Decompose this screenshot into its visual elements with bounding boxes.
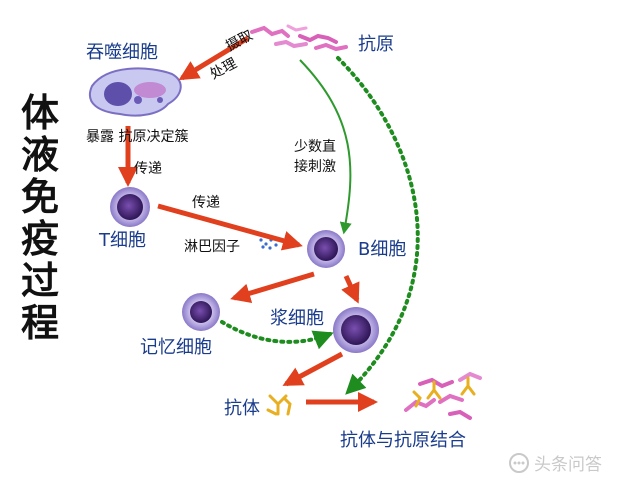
label-phagocyte: 吞噬细胞 bbox=[86, 42, 158, 63]
label-b-cell: B细胞 bbox=[358, 239, 407, 260]
watermark-text: 头条问答 bbox=[534, 455, 602, 475]
side-title-char: 液 bbox=[20, 133, 59, 177]
speech-bubble-icon bbox=[509, 452, 529, 473]
antibody-antigen-complex bbox=[404, 371, 482, 420]
label-plasma-cell: 浆细胞 bbox=[270, 308, 324, 329]
memory-cell bbox=[182, 293, 220, 331]
side-title-char: 疫 bbox=[20, 217, 59, 261]
red-arrows bbox=[118, 35, 378, 412]
arrow-direct-stimulation bbox=[299, 59, 352, 235]
arrow-uptake bbox=[178, 35, 250, 81]
dotted-arrow-memory-to-plasma bbox=[220, 320, 334, 350]
antigen-cluster bbox=[250, 24, 348, 52]
antibody-shape bbox=[266, 394, 292, 416]
side-title-char: 程 bbox=[20, 301, 59, 345]
side-title: 体 液 免 疫 过 程 bbox=[18, 92, 62, 344]
plasma-cell bbox=[333, 307, 379, 353]
lymphokine-dots bbox=[259, 238, 278, 250]
arrow-plasma-to-antibody bbox=[282, 351, 344, 387]
label-direct-line1: 少数直 bbox=[294, 139, 336, 155]
label-transfer-down: 传递 bbox=[134, 161, 162, 177]
arrow-tcell-to-bcell bbox=[157, 203, 303, 251]
label-lymphokine: 淋巴因子 bbox=[184, 239, 240, 255]
label-antibody: 抗体 bbox=[224, 398, 260, 419]
label-antigen: 抗原 bbox=[358, 34, 394, 55]
side-title-char: 体 bbox=[20, 91, 59, 135]
watermark: 头条问答 bbox=[508, 450, 602, 475]
side-title-char: 过 bbox=[20, 259, 59, 303]
b-cell bbox=[307, 230, 345, 268]
dotted-arrow-antigen-to-binding bbox=[336, 56, 420, 395]
label-t-cell: T细胞 bbox=[99, 230, 146, 251]
side-title-char: 免 bbox=[20, 175, 59, 219]
label-expose: 暴露 抗原决定簇 bbox=[86, 129, 189, 145]
t-cell bbox=[110, 187, 150, 227]
arrow-bcell-to-memory bbox=[230, 271, 315, 303]
label-antibody-antigen-binding: 抗体与抗原结合 bbox=[340, 430, 466, 451]
phagocyte-cell bbox=[89, 67, 182, 117]
arrow-bcell-to-plasma bbox=[341, 274, 360, 304]
label-direct-line2: 接刺激 bbox=[294, 159, 336, 175]
label-transfer-right: 传递 bbox=[192, 195, 220, 211]
label-memory-cell: 记忆细胞 bbox=[140, 337, 212, 358]
